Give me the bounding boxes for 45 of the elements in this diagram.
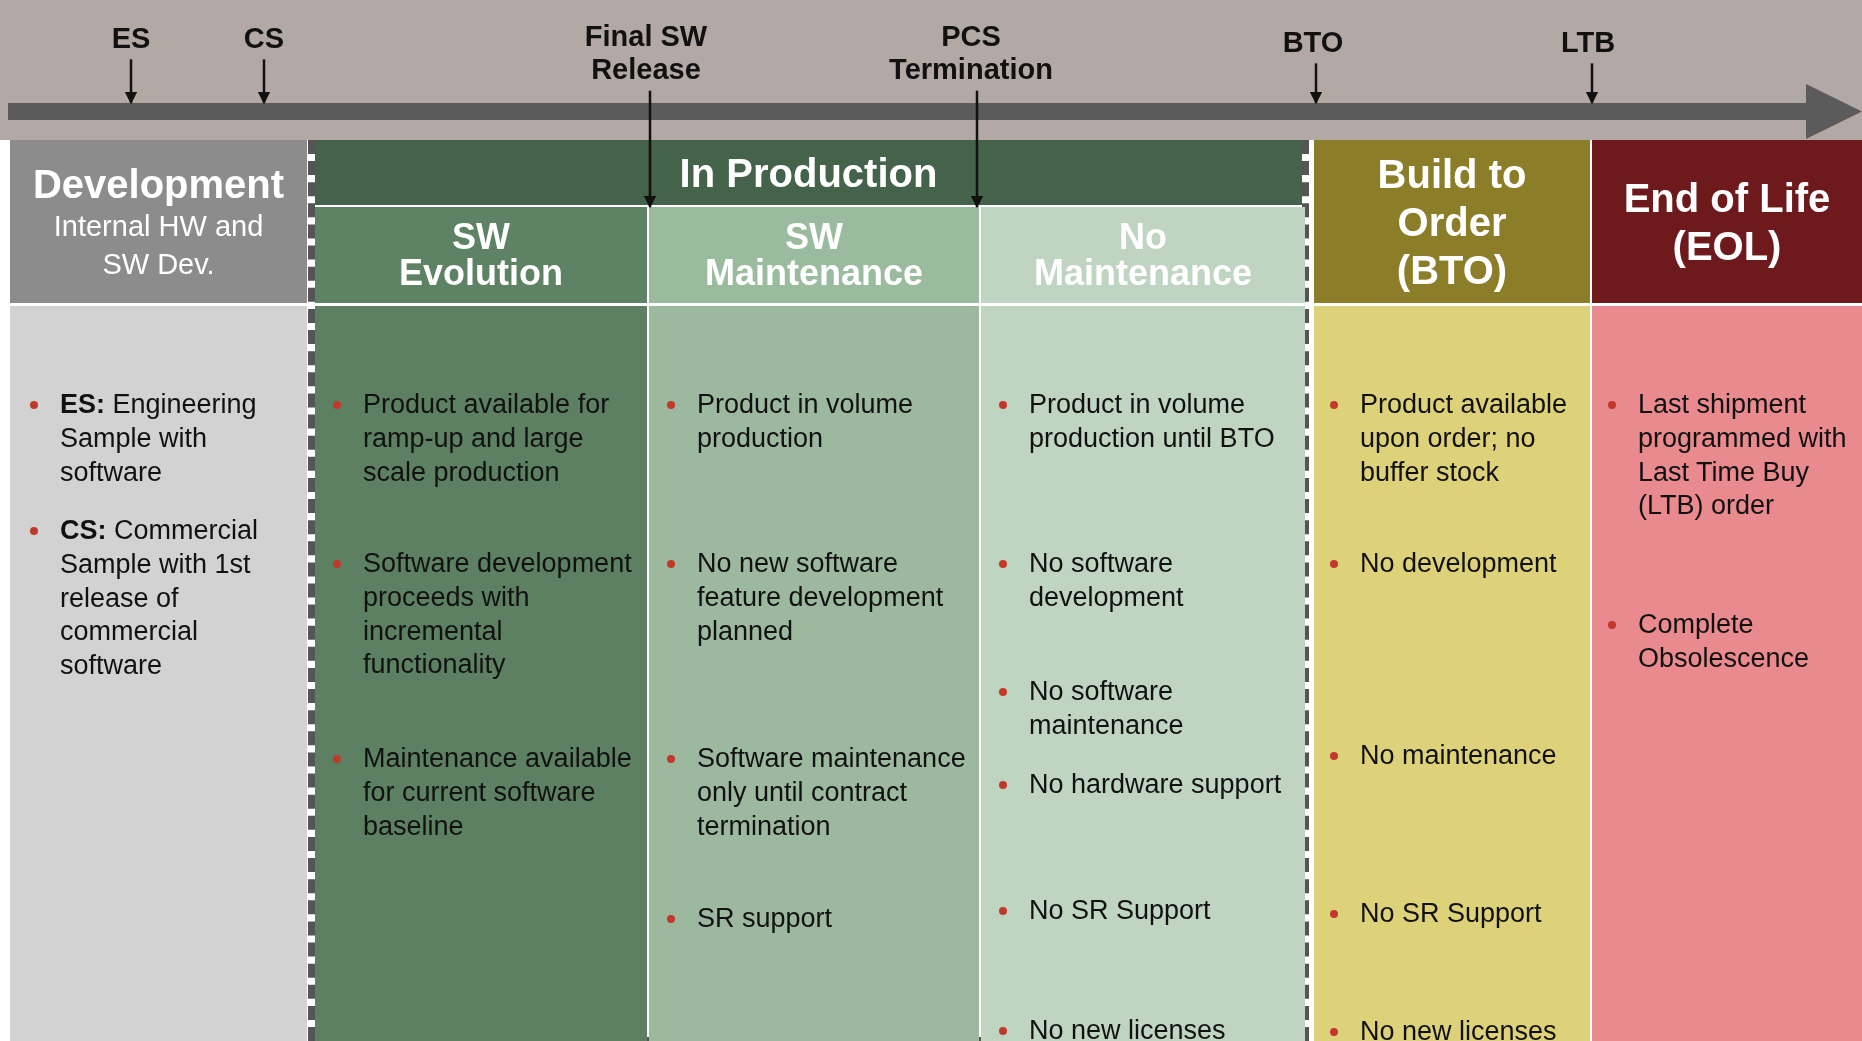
bullet-text: Product available upon order; no buffer stock: [1360, 388, 1569, 489]
bullet-text: No software maintenance: [1029, 675, 1185, 742]
bullet-text: Software development proceeds with incremental functionality: [363, 547, 633, 682]
milestone-label: BTO: [1228, 26, 1398, 60]
milestone-arrow: [970, 90, 984, 209]
milestone-arrow: [1309, 63, 1323, 105]
bullet-text: Complete Obsolescence: [1638, 608, 1811, 675]
column-heading: Build to Order (BTO): [1314, 140, 1590, 306]
bullet-text: Product in volume production until BTO: [1029, 388, 1276, 455]
bullet-text: No new licenses: [1029, 1014, 1227, 1041]
group-heading: In Production: [315, 140, 1302, 205]
milestone-label: Final SW Release: [561, 20, 731, 87]
bullet-text: Maintenance available for current software baseline: [363, 742, 633, 843]
milestone-arrow: [643, 90, 657, 209]
column-subtitle: Internal HW and SW Dev.: [52, 208, 265, 282]
bullet-text: ES: Engineering Sample with software: [60, 388, 258, 489]
milestone-arrow: [257, 59, 271, 105]
bullet-text: Product in volume production: [697, 388, 915, 455]
bullet-text: Last shipment programmed with Last Time Buy (LTB) order: [1638, 388, 1848, 523]
bullet-text: SR support: [697, 902, 834, 935]
milestone-label: LTB: [1503, 26, 1673, 60]
bullet-text: CS: Commercial Sample with 1st release of commercial software: [60, 514, 260, 682]
bullet-text: No development: [1360, 547, 1558, 580]
phase-column: [315, 207, 647, 1041]
bullet-text: No SR Support: [1360, 897, 1543, 930]
phase-group: [308, 140, 1309, 1041]
phase-column: [649, 207, 979, 1041]
bullet-text: No new licenses: [1360, 1015, 1558, 1041]
bullet-text: No SR Support: [1029, 894, 1212, 927]
phase-column: [1314, 140, 1590, 1041]
phase-column: [10, 140, 307, 1041]
milestone-arrow: [1585, 63, 1599, 105]
bullet-text: No hardware support: [1029, 768, 1283, 801]
bullet-text: No new software feature development planned: [697, 547, 945, 648]
phase-column: [981, 207, 1305, 1041]
milestone-label: PCS Termination: [876, 20, 1066, 87]
column-heading: End of Life (EOL): [1592, 140, 1862, 306]
timeline-arrow: [8, 84, 1862, 139]
bullet-text: No software development: [1029, 547, 1185, 614]
milestone-arrow: [124, 59, 138, 105]
bullet-text: Software maintenance only until contract termination: [697, 742, 967, 843]
bullet-text: No maintenance: [1360, 739, 1558, 772]
column-heading: Development: [32, 160, 285, 208]
phase-column: [1592, 140, 1862, 1041]
bullet-text: Product available for ramp-up and large scale production: [363, 388, 611, 489]
